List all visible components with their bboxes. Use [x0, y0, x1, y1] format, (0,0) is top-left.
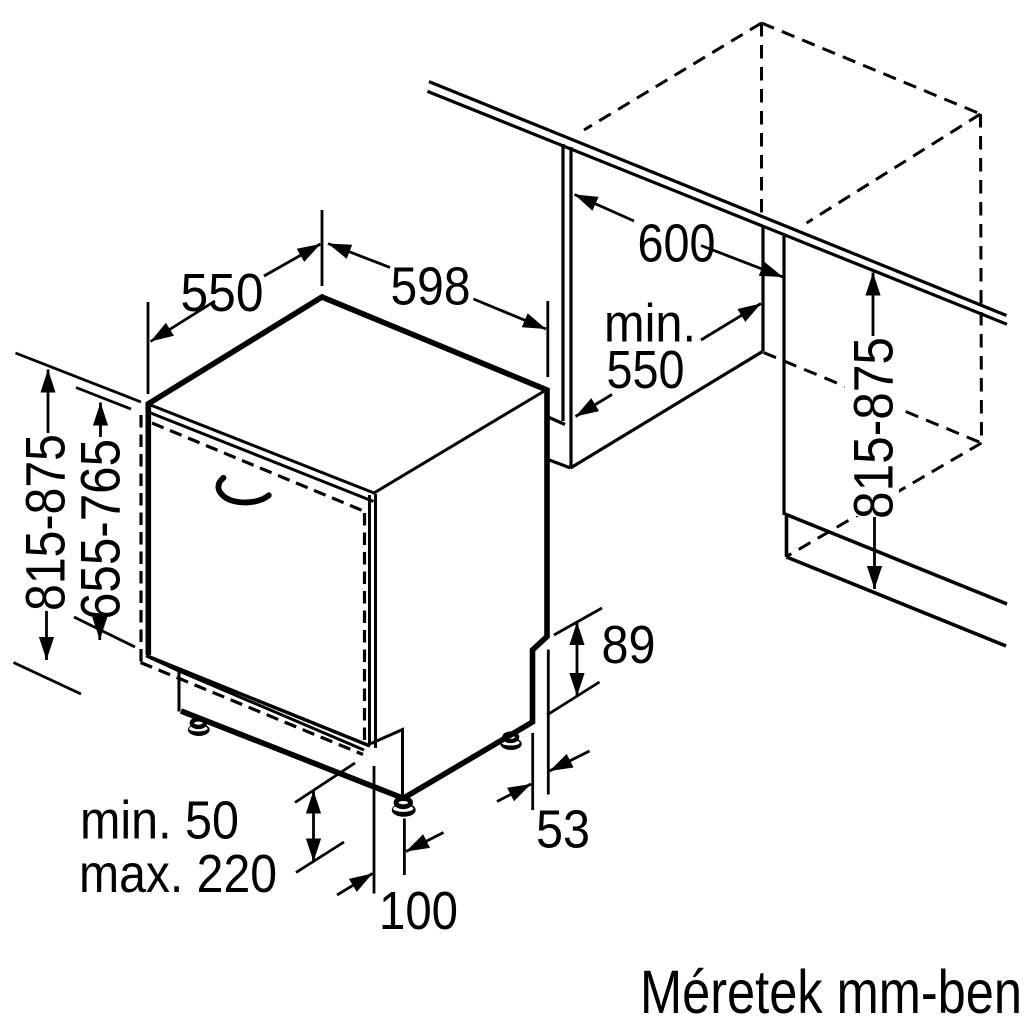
svg-text:550: 550: [181, 263, 264, 323]
svg-text:53: 53: [536, 800, 590, 860]
svg-text:max. 220: max. 220: [79, 844, 277, 904]
svg-text:655-765: 655-765: [69, 439, 132, 620]
svg-text:815-875: 815-875: [14, 434, 77, 611]
svg-text:min.: min.: [604, 294, 696, 354]
svg-text:Méretek mm-ben: Méretek mm-ben: [640, 958, 1022, 1024]
svg-text:89: 89: [602, 615, 656, 675]
svg-text:600: 600: [638, 214, 716, 274]
svg-text:550: 550: [607, 340, 685, 400]
svg-text:815-875: 815-875: [842, 337, 905, 519]
svg-text:100: 100: [379, 881, 458, 941]
svg-text:598: 598: [391, 257, 471, 317]
svg-text:min. 50: min. 50: [80, 791, 239, 851]
